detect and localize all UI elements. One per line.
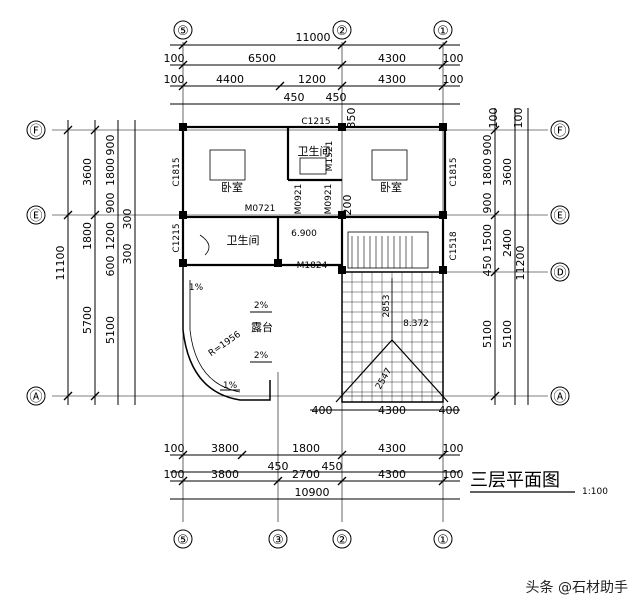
dim-bot-near-a: 400 (312, 404, 333, 417)
grid-label-right-f: Ⓕ (553, 124, 566, 139)
grid-label-top-5: ⑤ (177, 24, 189, 39)
dim-right-inner-d: 1500 (481, 224, 494, 252)
dim-left-inner-b: 1800 (104, 158, 117, 186)
dim-top-r3-b: 4400 (216, 73, 244, 86)
dim-right-mid-c: 5100 (501, 320, 514, 348)
dim-right-200: 200 (341, 195, 354, 216)
dim-left-5100: 5100 (104, 316, 117, 344)
code-c1215-side: C1215 (172, 223, 182, 252)
slope-b: 2% (254, 351, 269, 361)
dim-bot-r1-a: 100 (164, 442, 185, 455)
dim-bot-near-b: 4300 (378, 404, 406, 417)
slope-a: 2% (254, 301, 269, 311)
room-bath-left: 卫生间 (227, 233, 260, 247)
dim-bot-r2-b: 3800 (211, 468, 239, 481)
grid-label-bottom-3: ③ (272, 533, 284, 548)
code-m1824: M1824 (297, 261, 328, 271)
grid-label-bottom-2: ② (336, 533, 348, 548)
dim-left-mid-b: 1800 (81, 222, 94, 250)
level-8372: 8.372 (403, 319, 429, 329)
dim-left-mid-a: 3600 (81, 158, 94, 186)
dim-top-450b: 450 (326, 91, 347, 104)
watermark-text: 头条 @石材助手 (526, 579, 628, 596)
code-c1215-top: C1215 (301, 117, 330, 127)
room-bath-top: 卫生间 (298, 144, 331, 158)
dim-left-inner-c: 900 (104, 193, 117, 214)
grid-label-left-a: Ⓐ (29, 390, 42, 405)
dim-left-inner-a: 900 (104, 135, 117, 156)
dim-bot-r1-d: 4300 (378, 442, 406, 455)
code-c1518: C1518 (449, 231, 459, 260)
dim-top-r2-d: 100 (443, 52, 464, 65)
dim-bot-r1-b: 3800 (211, 442, 239, 455)
drawing-scale: 1:100 (582, 487, 608, 497)
dim-top-r3-c: 1200 (298, 73, 326, 86)
dim-bot-r1-e: 100 (443, 442, 464, 455)
dim-top-450a: 450 (284, 91, 305, 104)
dim-left-mid-c: 5700 (81, 306, 94, 334)
dim-top-r2-a: 100 (164, 52, 185, 65)
dim-right-100b: 100 (512, 108, 525, 129)
dim-bot-450a: 450 (268, 460, 289, 473)
dim-top-r3-e: 100 (443, 73, 464, 86)
grid-label-bottom-5: ⑤ (177, 533, 189, 548)
grid-label-top-2: ② (336, 24, 348, 39)
dim-bot-r2-e: 100 (443, 468, 464, 481)
room-bedroom-left: 卧室 (221, 180, 243, 194)
code-c1815-right: C1815 (449, 157, 459, 186)
grid-label-right-e: Ⓔ (553, 209, 566, 224)
dim-bot-near-c: 400 (439, 404, 460, 417)
dim-right-100a: 100 (487, 108, 500, 129)
dim-left-inner2-a: 300 (121, 209, 134, 230)
dim-right-inner-a: 900 (481, 135, 494, 156)
dim-right-inner-b: 1800 (481, 158, 494, 186)
drawing-title: 三层平面图 (470, 470, 560, 491)
dim-right-outer: 11200 (514, 246, 527, 281)
slope-d: 1% (189, 283, 204, 293)
dim-left-inner2-b: 300 (121, 244, 134, 265)
room-terrace: 露台 (251, 320, 273, 334)
dim-right-350: 350 (345, 108, 358, 129)
dim-top-r3-a: 100 (164, 73, 185, 86)
dim-top-r3-d: 4300 (378, 73, 406, 86)
dim-left-inner-d: 1200 (104, 222, 117, 250)
code-m0721: M0721 (245, 204, 276, 214)
dim-left-inner-e: 600 (104, 256, 117, 277)
slope-c: 1% (223, 381, 238, 391)
roof-dim-2547: 2547 (374, 367, 394, 392)
grid-label-left-e: Ⓔ (29, 209, 42, 224)
code-m0921a: M0921 (294, 184, 304, 215)
dim-top-r2-c: 4300 (378, 52, 406, 65)
dim-right-mid-a: 3600 (501, 158, 514, 186)
level-6900: 6.900 (291, 229, 317, 239)
dim-bot-total: 10900 (295, 486, 330, 499)
dim-right-inner2-a: 5100 (481, 320, 494, 348)
dim-bot-r2-c: 2700 (292, 468, 320, 481)
dim-bot-r2-d: 4300 (378, 468, 406, 481)
grid-label-right-a: Ⓐ (553, 390, 566, 405)
dim-right-mid-b: 2400 (501, 229, 514, 257)
grid-label-left-f: Ⓕ (29, 124, 42, 139)
dim-bot-r1-c: 1800 (292, 442, 320, 455)
room-bedroom-right: 卧室 (380, 180, 402, 194)
code-m1521: M1521 (325, 141, 335, 172)
dim-right-inner-c: 900 (481, 193, 494, 214)
dim-top-total: 11000 (296, 31, 331, 44)
dim-bot-r2-a: 100 (164, 468, 185, 481)
dim-left-outer: 11100 (54, 246, 67, 281)
dim-top-r2-b: 6500 (248, 52, 276, 65)
grid-label-bottom-1: ① (437, 533, 449, 548)
grid-label-top-1: ① (437, 24, 449, 39)
roof-dim-2853: 2853 (382, 295, 392, 318)
code-m0921b: M0921 (324, 184, 334, 215)
dim-bot-450b: 450 (322, 460, 343, 473)
code-c1815-left: C1815 (172, 157, 182, 186)
dim-right-inner-e: 450 (481, 256, 494, 277)
radius-r1956: R=1956 (207, 330, 243, 359)
grid-label-right-d: Ⓓ (553, 266, 566, 281)
